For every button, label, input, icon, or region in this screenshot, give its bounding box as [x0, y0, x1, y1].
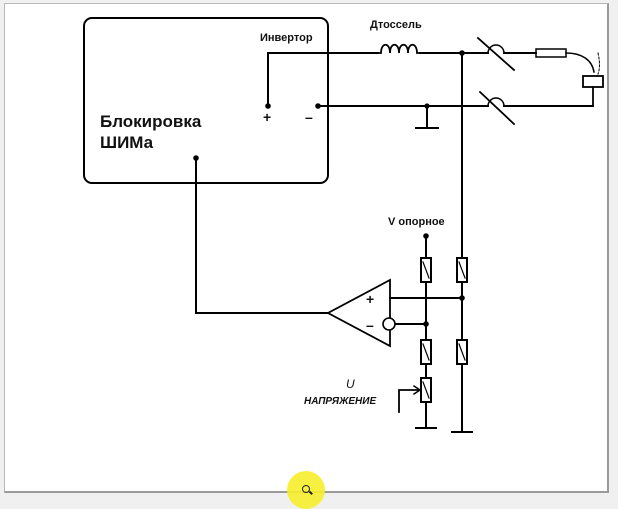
load-element	[582, 75, 604, 88]
vref-label: V опорное	[388, 216, 445, 228]
pwm-label-2: ШИМа	[100, 133, 154, 152]
opamp-minus-label: –	[366, 317, 374, 333]
switch-bottom	[478, 90, 516, 126]
wire-feedback-to-pwm	[195, 157, 329, 314]
plus-label: +	[263, 109, 271, 125]
wire-inverter-plus	[267, 52, 379, 107]
switch-top	[476, 36, 516, 72]
diagram-canvas	[4, 3, 609, 493]
pwm-label-1: Блокировка	[100, 112, 202, 131]
choke-coil	[377, 43, 421, 54]
opamp	[326, 278, 391, 348]
lamp-resistor	[535, 48, 567, 58]
junction-nodes	[193, 50, 465, 327]
pwm-block	[83, 17, 329, 184]
choke-label: Дтоссель	[370, 19, 422, 31]
zoom-magnifier-icon	[302, 485, 310, 493]
minus-label: –	[305, 109, 313, 125]
pot-wiper	[398, 389, 420, 413]
voltage-label: НАПРЯЖЕНИЕ	[304, 396, 376, 407]
ground-top	[415, 105, 439, 129]
opamp-inverting-bubble	[382, 317, 396, 331]
u-symbol: U	[346, 377, 355, 391]
inverter-label: Инвертор	[260, 32, 313, 44]
opamp-plus-label: +	[366, 291, 374, 307]
